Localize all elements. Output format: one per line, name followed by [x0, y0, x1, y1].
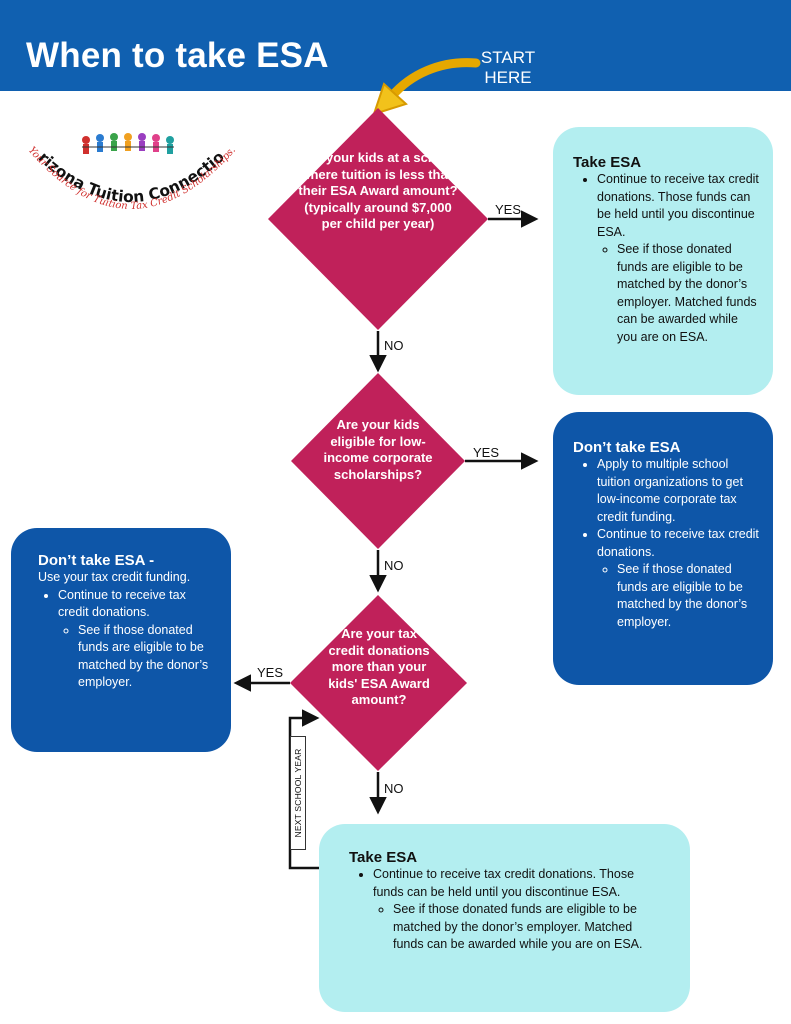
outcome-3-lead: Use your tax credit funding. — [38, 570, 191, 584]
start-here-label: START HERE — [480, 48, 536, 87]
kids-figures-icon — [82, 133, 174, 154]
outcome-dont-take-esa-3: Don’t take ESA - Use your tax credit fun… — [11, 528, 231, 752]
arizona-tuition-connection-logo: Arizona Tuition Connection Your Source f… — [10, 111, 244, 245]
svg-text:Your Source for Tuition Tax Cr: Your Source for Tuition Tax Credit Schol… — [26, 145, 238, 212]
outcome-1-subitem-1: See if those donated funds are eligible … — [617, 241, 761, 346]
decision-2-yes-label: YES — [473, 445, 500, 460]
outcome-take-esa-1: Take ESA Continue to receive tax credit … — [553, 127, 773, 395]
logo-tagline: Your Source for Tuition Tax Credit Schol… — [26, 145, 238, 212]
outcome-3-item-1: Continue to receive tax credit donations… — [58, 587, 219, 622]
next-school-year-label: NEXT SCHOOL YEAR — [290, 736, 306, 850]
outcome-2-subitem-1: See if those donated funds are eligible … — [617, 561, 761, 631]
outcome-4-title: Take ESA — [349, 849, 418, 866]
decision-2-text: Are your kids eligible for low-income co… — [323, 417, 433, 482]
outcome-1-item-1: Continue to receive tax credit donations… — [597, 171, 761, 241]
outcome-2-item-1: Apply to multiple school tuition organiz… — [597, 456, 761, 526]
decision-2-no-label: NO — [384, 558, 404, 573]
outcome-take-esa-4: Take ESA Continue to receive tax credit … — [319, 824, 690, 1012]
decision-3-no-label: NO — [384, 781, 404, 796]
outcome-1-title: Take ESA — [573, 154, 642, 171]
decision-diamond-1 — [268, 108, 488, 330]
decision-1-text: Are your kids at a school where tuition … — [298, 150, 458, 231]
decision-diamond-3 — [290, 595, 467, 771]
header-bar: When to take ESA START HERE — [0, 0, 791, 91]
decision-3-text: Are your tax credit donations more than … — [328, 626, 430, 707]
decision-1-no-label: NO — [384, 338, 404, 353]
decision-3-yes-label: YES — [257, 665, 284, 680]
outcome-3-subitem-1: See if those donated funds are eligible … — [78, 622, 219, 692]
decision-1-yes-label: YES — [495, 202, 522, 217]
outcome-2-title: Don’t take ESA — [573, 439, 681, 456]
start-arrow — [387, 58, 481, 101]
decision-diamond-2 — [291, 373, 465, 549]
outcome-2-item-2: Continue to receive tax credit donations… — [597, 526, 761, 561]
page-title: When to take ESA — [26, 36, 329, 75]
outcome-dont-take-esa-2: Don’t take ESA Apply to multiple school … — [553, 412, 773, 685]
start-arrow-head — [372, 82, 408, 116]
outcome-4-subitem-1: See if those donated funds are eligible … — [393, 901, 662, 954]
outcome-3-title: Don’t take ESA - — [38, 552, 155, 569]
outcome-4-item-1: Continue to receive tax credit donations… — [373, 866, 662, 901]
